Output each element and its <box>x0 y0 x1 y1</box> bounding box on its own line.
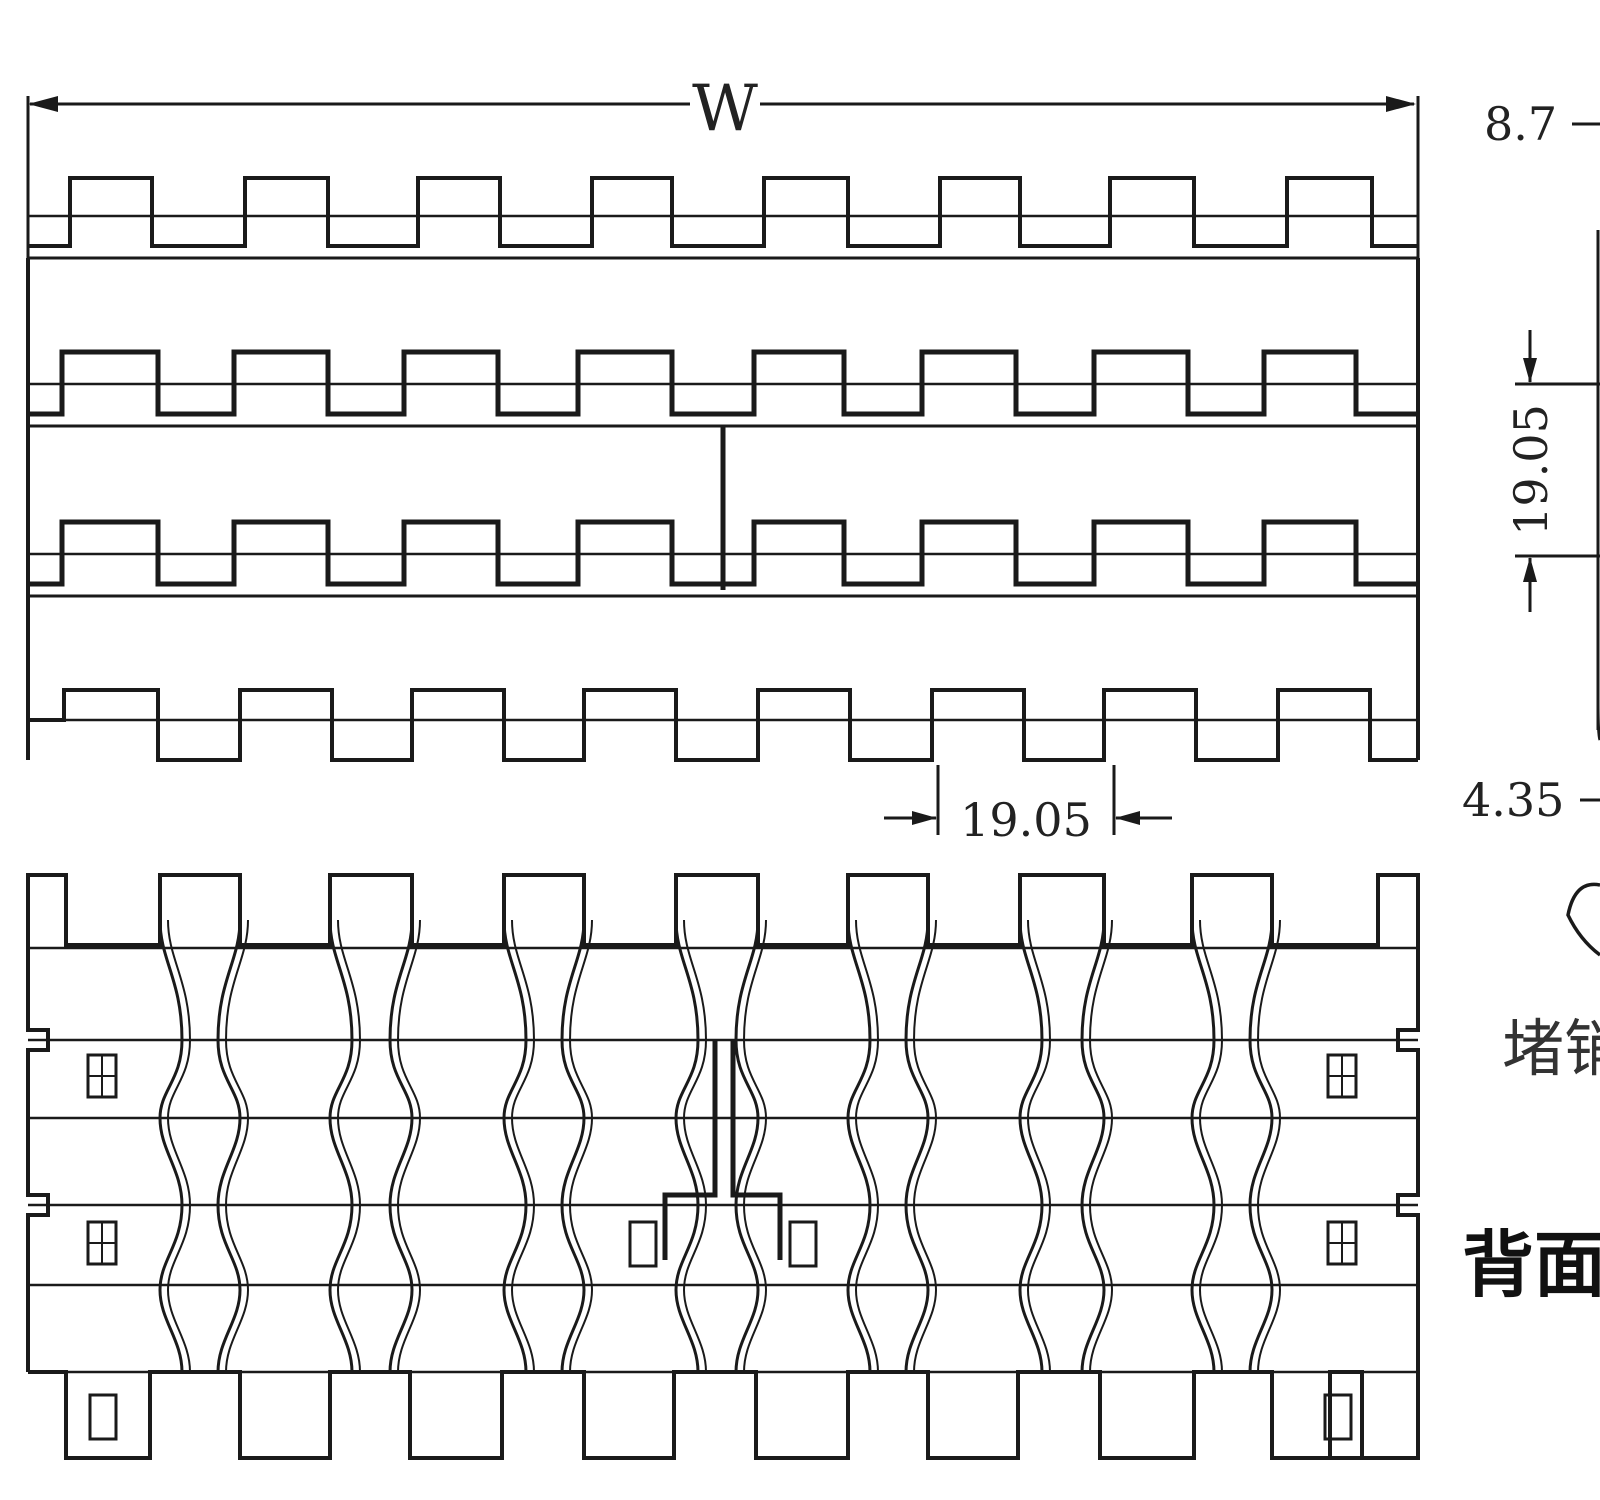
vpitch-arrows <box>1523 358 1537 582</box>
pin-plug-slot-6 <box>788 1220 818 1268</box>
bottom-center-joint <box>662 1040 783 1260</box>
side-view <box>1515 122 1600 957</box>
link-line-6b <box>568 919 594 1373</box>
link-line-11a <box>1018 919 1044 1373</box>
vpitch-arrow-top <box>1523 358 1537 383</box>
back-side-label: 背面 <box>1462 1223 1600 1307</box>
bottom-view-links <box>158 919 1282 1373</box>
link-line-14a <box>1248 919 1274 1373</box>
link-line-8b <box>742 919 768 1373</box>
link-line-5a <box>502 919 528 1373</box>
top-view-rows <box>26 176 1418 762</box>
bottom-right-edge <box>1396 948 1420 1372</box>
link-line-11b <box>1026 919 1052 1373</box>
top-row-1-teeth <box>28 176 1418 248</box>
link-line-14b <box>1256 919 1282 1373</box>
pin-plug-label: 堵销 <box>1502 1012 1600 1085</box>
link-line-13b <box>1198 919 1224 1373</box>
pin-plug-slot-8 <box>1323 1393 1353 1441</box>
width-dimension <box>26 96 1420 258</box>
link-line-2b <box>224 919 250 1373</box>
thickness-label: 8.7 <box>1484 97 1557 151</box>
link-line-9b <box>854 919 880 1373</box>
bottom-view-rows <box>26 873 1420 1460</box>
link-line-1b <box>166 919 192 1373</box>
link-line-7a <box>674 919 700 1373</box>
link-line-12a <box>1080 919 1106 1373</box>
link-line-4b <box>396 919 422 1373</box>
link-line-9a <box>846 919 872 1373</box>
link-line-2a <box>216 919 242 1373</box>
belt-top-view <box>26 176 1420 762</box>
link-line-13a <box>1190 919 1216 1373</box>
width-label: W <box>692 72 758 146</box>
pitch-arrow-left <box>912 811 937 825</box>
top-row-4-teeth <box>26 688 1418 762</box>
hinge-offset-label: 4.35 <box>1462 773 1564 827</box>
bottom-view-pin-plugs <box>86 1053 1358 1441</box>
link-line-8a <box>734 919 760 1373</box>
pin-plug-sketch <box>1566 882 1600 957</box>
link-line-10a <box>904 919 930 1373</box>
link-line-7b <box>682 919 708 1373</box>
vpitch-arrow-bottom <box>1523 557 1537 582</box>
link-line-6a <box>560 919 586 1373</box>
pin-plug-slot-5 <box>628 1220 658 1268</box>
vertical-pitch-label: 19.05 <box>1504 404 1558 536</box>
bottom-lower-tabs <box>28 1370 1420 1460</box>
bottom-top-tabs <box>26 873 1420 948</box>
link-line-1a <box>158 919 184 1373</box>
belt-bottom-view <box>26 873 1420 1460</box>
link-line-12b <box>1088 919 1114 1373</box>
link-line-3a <box>328 919 354 1373</box>
pin-plug-slot-7 <box>88 1393 118 1441</box>
link-line-5b <box>510 919 536 1373</box>
link-line-3b <box>336 919 362 1373</box>
link-line-10b <box>912 919 938 1373</box>
horizontal-pitch-label: 19.05 <box>960 793 1092 847</box>
link-line-4a <box>388 919 414 1373</box>
horizontal-pitch-dimension <box>884 765 1172 835</box>
width-arrow-left <box>28 96 58 112</box>
bottom-left-edge <box>26 948 50 1372</box>
pitch-arrow-right <box>1115 811 1140 825</box>
width-arrow-right <box>1386 96 1416 112</box>
